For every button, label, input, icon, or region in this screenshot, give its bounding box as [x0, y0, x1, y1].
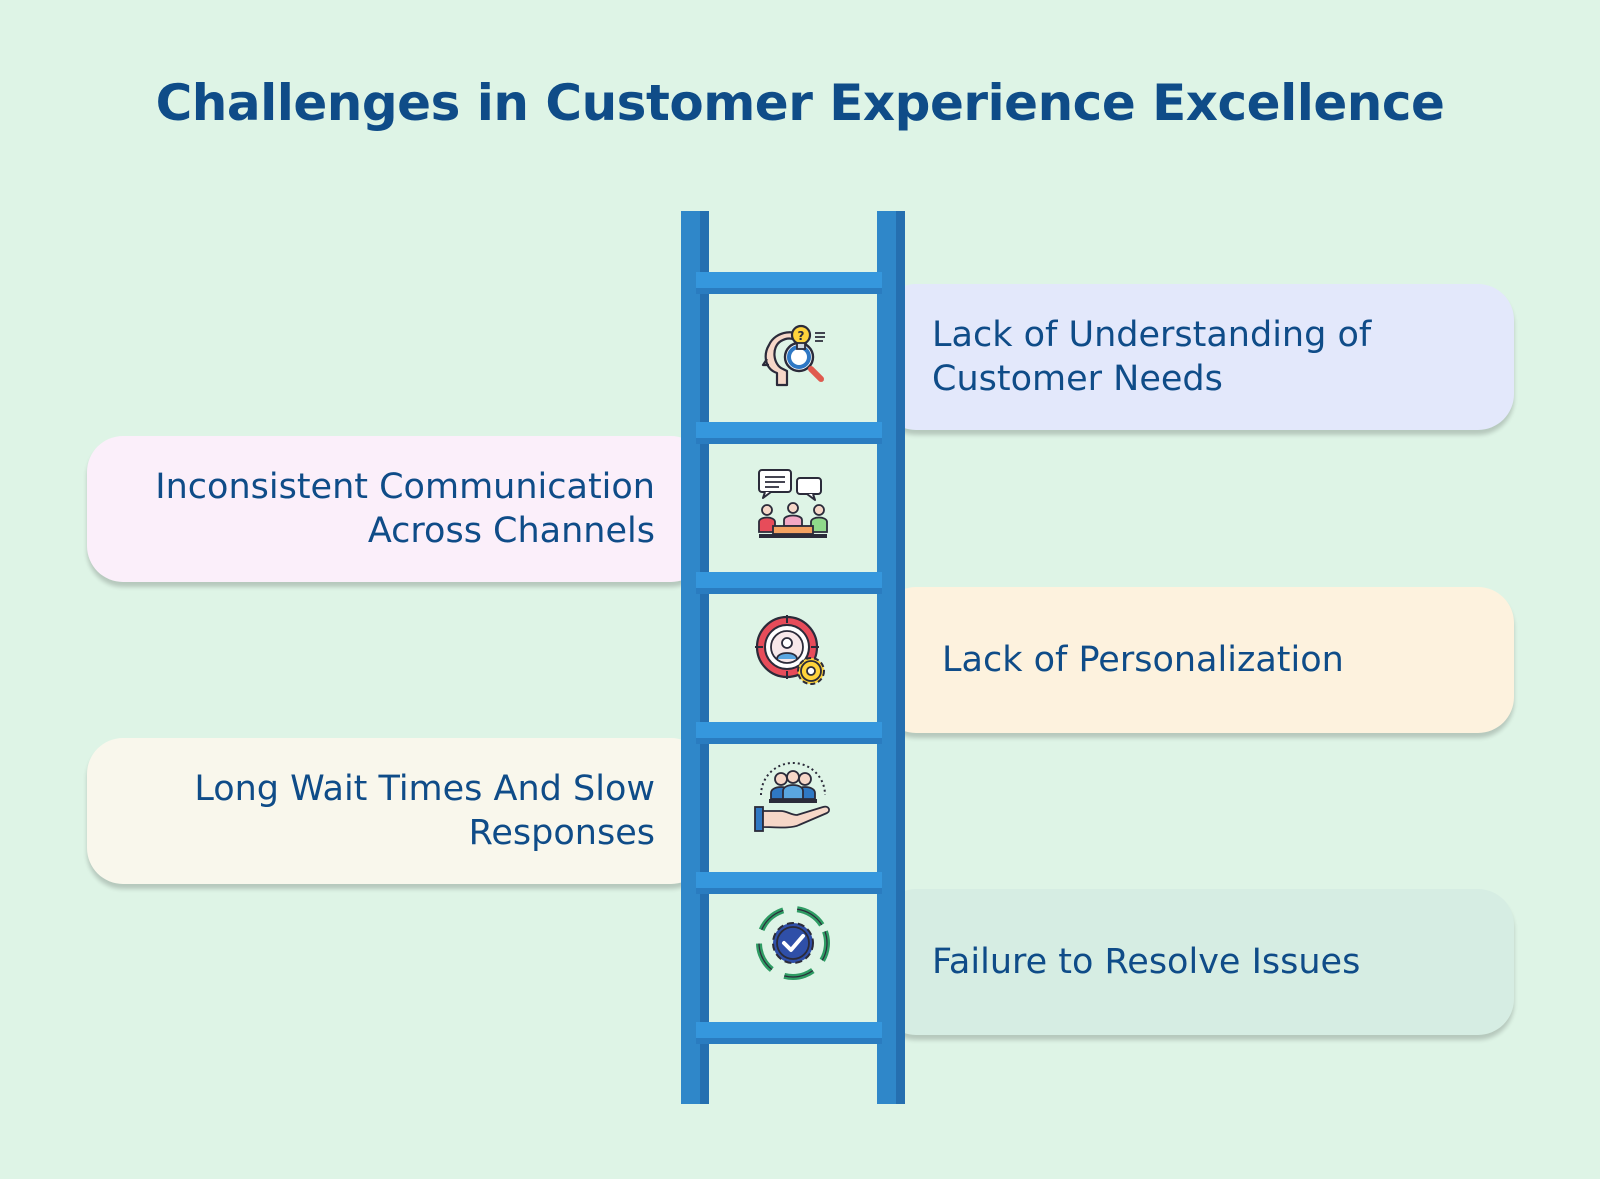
ladder-rung	[696, 872, 882, 894]
step-label-line: Lack of Understanding of	[932, 315, 1372, 355]
step-label-line: Lack of Personalization	[942, 640, 1344, 680]
step-label-line: Responses	[468, 813, 655, 853]
step-label-line: Across Channels	[367, 511, 655, 551]
hand-holding-team-icon	[754, 762, 830, 832]
ladder-rung	[696, 722, 882, 744]
ladder-right-rail	[877, 211, 905, 1104]
ladder-rung	[696, 572, 882, 594]
step-card-resolve-issues: Failure to Resolve Issues	[880, 889, 1514, 1035]
idea-search-head-icon: ?	[761, 324, 825, 387]
ladder-left-rail	[681, 211, 709, 1104]
step-label-line: Inconsistent Communication	[155, 467, 655, 507]
step-label-line: Long Wait Times And Slow	[194, 769, 655, 809]
diagram-title: Challenges in Customer Experience Excell…	[155, 74, 1445, 132]
ladder-cell	[709, 746, 877, 870]
target-user-gear-icon	[755, 615, 825, 685]
ladder-rung	[696, 272, 882, 294]
ladder-rung	[696, 422, 882, 444]
ladder-rung	[696, 1022, 882, 1044]
step-label-line: Failure to Resolve Issues	[932, 942, 1361, 982]
cycle-gear-check-icon	[756, 906, 830, 980]
step-card-understanding: Lack of Understanding of Customer Needs	[880, 284, 1514, 430]
step-label-line: Customer Needs	[932, 359, 1223, 399]
step-card-personalization: Lack of Personalization	[880, 587, 1514, 733]
team-meeting-chat-icon	[758, 469, 828, 538]
svg-text:?: ?	[798, 329, 805, 343]
step-card-communication: Inconsistent Communication Across Channe…	[87, 436, 707, 582]
step-card-wait-times: Long Wait Times And Slow Responses	[87, 738, 707, 884]
